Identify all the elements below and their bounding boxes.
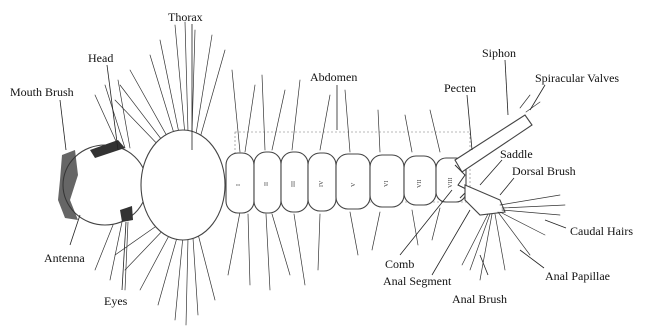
- thorax-body: [141, 130, 225, 240]
- segment-numeral-2: II: [264, 182, 270, 186]
- leader-mouth-brush: [60, 100, 66, 150]
- segment-5: [336, 154, 370, 209]
- posterior-structures: [455, 95, 565, 280]
- label-head: Head: [88, 51, 113, 65]
- label-anal-segment: Anal Segment: [383, 274, 452, 288]
- label-siphon: Siphon: [482, 46, 516, 60]
- label-anal-papillae: Anal Papillae: [545, 269, 610, 283]
- leader-dorsal-brush: [500, 178, 514, 195]
- label-caudal-hairs: Caudal Hairs: [570, 224, 633, 238]
- segment-numeral-6: VI: [384, 181, 390, 187]
- segment-numeral-7: VII: [417, 180, 423, 188]
- leader-anal-segment: [432, 210, 470, 275]
- segment-numeral-5: V: [351, 182, 357, 187]
- label-thorax: Thorax: [168, 10, 203, 24]
- label-spiracular-valves: Spiracular Valves: [535, 71, 619, 85]
- leader-saddle: [480, 160, 502, 185]
- label-eyes: Eyes: [104, 294, 128, 308]
- larva-body: I II III IV V VI VII VIII: [58, 130, 466, 240]
- label-saddle: Saddle: [500, 147, 533, 161]
- label-anal-brush: Anal Brush: [452, 292, 507, 306]
- leader-siphon: [505, 60, 508, 115]
- label-abdomen: Abdomen: [310, 70, 357, 84]
- leader-caudal-hairs: [545, 220, 566, 228]
- segment-1: [226, 153, 254, 213]
- leader-head: [107, 65, 118, 150]
- leader-pecten: [467, 95, 472, 150]
- anal-segment-shape: [465, 185, 505, 215]
- label-mouth-brush: Mouth Brush: [10, 85, 74, 99]
- label-pecten: Pecten: [444, 81, 476, 95]
- leader-anal-papillae: [520, 250, 544, 268]
- label-antenna: Antenna: [44, 251, 85, 265]
- segment-numeral-1: I: [236, 184, 242, 186]
- leader-spiracular-valves: [530, 85, 545, 110]
- segment-numeral-4: IV: [319, 180, 325, 187]
- segment-numeral-8: VIII: [448, 178, 454, 188]
- segment-numeral-3: III: [291, 181, 297, 187]
- label-dorsal-brush: Dorsal Brush: [512, 164, 576, 178]
- label-comb: Comb: [385, 257, 414, 271]
